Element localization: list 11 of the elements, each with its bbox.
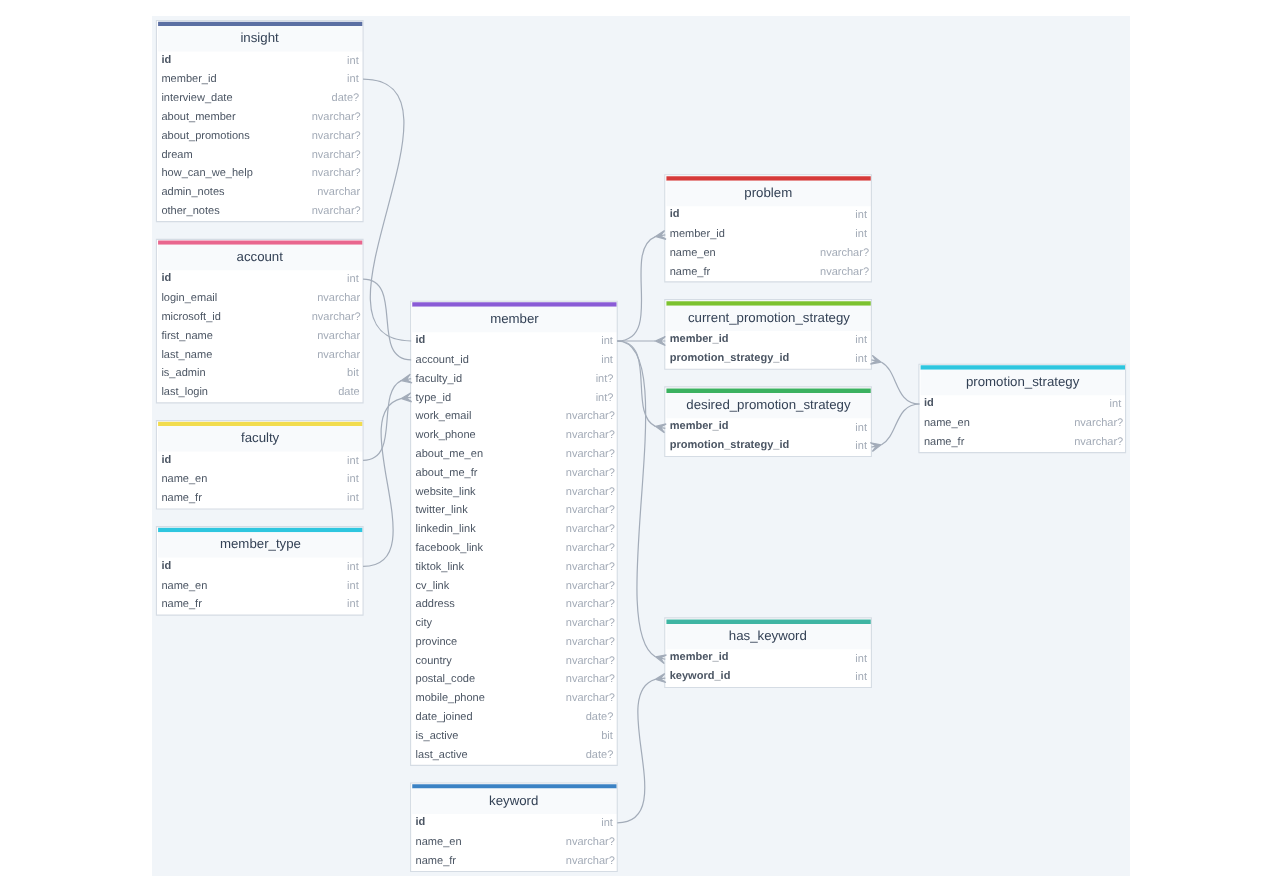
connector bbox=[868, 354, 920, 405]
connector bbox=[615, 340, 667, 665]
connector bbox=[615, 673, 666, 824]
connector bbox=[361, 78, 411, 342]
connector bbox=[361, 373, 412, 461]
connector bbox=[615, 229, 666, 342]
connector bbox=[361, 392, 412, 568]
connector bbox=[361, 278, 411, 361]
connector bbox=[615, 340, 666, 434]
connector bbox=[868, 403, 920, 453]
connector bbox=[615, 335, 665, 347]
